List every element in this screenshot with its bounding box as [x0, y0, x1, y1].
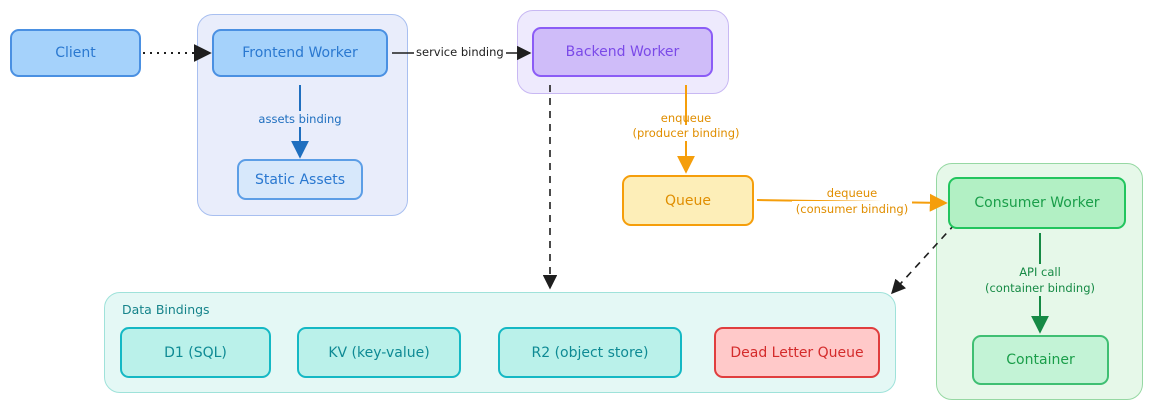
label-service-binding: service binding — [414, 44, 506, 60]
data-bindings-title: Data Bindings — [122, 302, 210, 317]
consumer-worker-node[interactable]: Consumer Worker — [948, 177, 1126, 229]
dead-letter-queue-node[interactable]: Dead Letter Queue — [714, 327, 880, 378]
d1-node[interactable]: D1 (SQL) — [120, 327, 271, 378]
label-api-call-1: API call — [982, 264, 1098, 280]
label-dequeue-1: dequeue — [826, 186, 878, 200]
label-assets-binding: assets binding — [251, 111, 349, 127]
label-dequeue-2: (consumer binding) — [792, 201, 912, 217]
backend-worker-node[interactable]: Backend Worker — [532, 27, 713, 77]
queue-node[interactable]: Queue — [622, 175, 754, 226]
container-node[interactable]: Container — [972, 335, 1109, 385]
edge-consumer-data — [891, 223, 956, 295]
label-enqueue-2: (producer binding) — [626, 125, 746, 141]
label-enqueue-1: enqueue — [660, 111, 712, 125]
client-node[interactable]: Client — [10, 29, 141, 77]
r2-node[interactable]: R2 (object store) — [498, 327, 682, 378]
frontend-worker-node[interactable]: Frontend Worker — [212, 29, 388, 77]
label-api-call-2: (container binding) — [982, 280, 1098, 296]
kv-node[interactable]: KV (key-value) — [297, 327, 461, 378]
static-assets-node[interactable]: Static Assets — [237, 159, 363, 200]
